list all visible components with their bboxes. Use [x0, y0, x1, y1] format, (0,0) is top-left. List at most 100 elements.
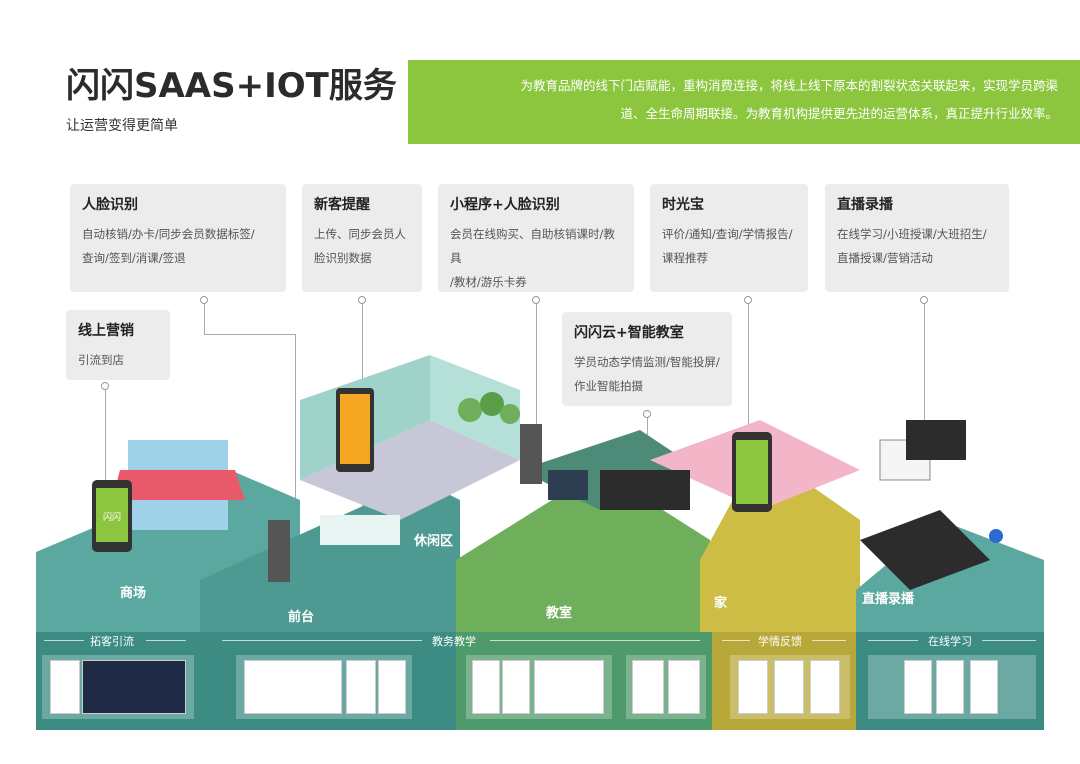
lounge-floor — [300, 420, 520, 520]
card-desc-line: 查询/签到/消课/签退 — [82, 251, 186, 265]
app-screenshot — [970, 660, 998, 714]
connector-line — [204, 296, 205, 334]
tree-decoration — [480, 392, 504, 416]
thumbnail-group-feedback — [730, 655, 850, 719]
connector-pin — [920, 296, 928, 304]
connector-line — [748, 296, 749, 434]
connector-pin — [200, 296, 208, 304]
card-title: 线上营销 — [78, 323, 134, 339]
tree-decoration — [500, 404, 520, 424]
card-smart-classroom: 闪闪云+智能教室 学员动态学情监测/智能投屏/ 作业智能拍摄 — [562, 312, 732, 406]
app-screenshot — [346, 660, 376, 714]
card-title: 直播录播 — [837, 197, 893, 213]
thumbnail-group-acquisition — [42, 655, 194, 719]
card-time-bank: 时光宝 评价/通知/查询/学情报告/ 课程推荐 — [650, 184, 808, 292]
card-live-recording: 直播录播 在线学习/小班授课/大班招生/ 直播授课/营销活动 — [825, 184, 1009, 292]
banner-line-2: 道、全生命周期联接。为教育机构提供更先进的运营体系，真正提升行业效率。 — [620, 106, 1058, 121]
card-title: 新客提醒 — [314, 197, 370, 213]
app-screenshot — [82, 660, 186, 714]
front-desk — [320, 515, 400, 545]
connector-line — [924, 296, 925, 430]
band-divider — [222, 640, 422, 641]
live-tablet — [860, 510, 990, 590]
page-subtitle: 让运营变得更简单 — [66, 118, 178, 134]
card-title: 人脸识别 — [82, 197, 138, 213]
band-divider — [868, 640, 918, 641]
card-desc-line: 会员在线购买、自助核销课时/教具 — [450, 227, 615, 265]
card-desc-line: 课程推荐 — [662, 251, 708, 265]
band-divider — [722, 640, 750, 641]
connector-pin — [744, 296, 752, 304]
kiosk-device — [520, 424, 542, 484]
kiosk-device — [268, 520, 290, 582]
band-divider — [146, 640, 186, 641]
card-online-marketing: 线上营销 引流到店 — [66, 310, 170, 380]
connector-pin — [358, 296, 366, 304]
app-screenshot — [668, 660, 700, 714]
camera-icon — [989, 529, 1003, 543]
connector-pin — [643, 410, 651, 418]
band-label-acquisition: 拓客引流 — [90, 635, 134, 648]
zone-label-lounge: 休闲区 — [414, 534, 454, 549]
band-divider — [490, 640, 700, 641]
card-desc-line: 评价/通知/查询/学情报告/ — [662, 227, 793, 241]
card-title: 闪闪云+智能教室 — [574, 325, 684, 341]
card-title: 小程序+人脸识别 — [450, 197, 560, 213]
app-screenshot — [244, 660, 342, 714]
zone-label-home: 家 — [714, 596, 728, 611]
store-awning — [112, 470, 245, 500]
app-screenshot — [810, 660, 840, 714]
wall-screen — [340, 394, 370, 464]
blackboard — [600, 470, 690, 510]
connector-pin — [101, 382, 109, 390]
intro-banner — [408, 60, 1080, 144]
classroom-floor — [456, 470, 710, 640]
phone-screen — [96, 488, 128, 542]
card-desc-line: 自动核销/办卡/同步会员数据标签/ — [82, 227, 255, 241]
live-floor — [856, 520, 1044, 640]
band-label-online: 在线学习 — [928, 635, 972, 648]
card-desc-line: 脸识别数据 — [314, 251, 372, 265]
zone-label-mall: 商场 — [120, 586, 147, 601]
card-new-customer: 新客提醒 上传、同步会员人 脸识别数据 — [302, 184, 422, 292]
app-screenshot — [378, 660, 406, 714]
classroom-screen — [548, 470, 588, 500]
card-desc-line: 引流到店 — [78, 353, 124, 367]
app-screenshot — [774, 660, 804, 714]
app-screenshot — [904, 660, 932, 714]
phone-logo-text: 闪闪 — [103, 512, 121, 523]
app-screenshot — [738, 660, 768, 714]
live-blackboard — [906, 420, 966, 460]
connector-line — [536, 296, 537, 426]
card-desc-line: 作业智能拍摄 — [574, 379, 643, 393]
connector-line — [204, 334, 296, 335]
card-desc-line: /教材/游乐卡券 — [450, 275, 527, 289]
band-divider — [44, 640, 84, 641]
card-face-recognition: 人脸识别 自动核销/办卡/同步会员数据标签/ 查询/签到/消课/签退 — [70, 184, 286, 292]
banner-line-1: 为教育品牌的线下门店赋能，重构消费连接，将线上线下原本的割裂状态关联起来，实现学… — [520, 78, 1058, 93]
app-screenshot — [632, 660, 664, 714]
thumbnail-group-teaching-3 — [626, 655, 706, 719]
zone-label-live: 直播录播 — [862, 592, 915, 607]
connector-line — [105, 382, 106, 490]
app-screenshot — [472, 660, 500, 714]
card-desc-line: 学员动态学情监测/智能投屏/ — [574, 355, 720, 369]
app-screenshot — [534, 660, 604, 714]
card-desc-line: 在线学习/小班授课/大班招生/ — [837, 227, 987, 241]
band-label-teaching: 教务教学 — [432, 635, 476, 648]
zone-label-classroom: 教室 — [546, 606, 573, 621]
band-label-feedback: 学情反馈 — [758, 635, 802, 648]
connector-line — [295, 334, 296, 534]
thumbnail-group-teaching-1 — [236, 655, 412, 719]
app-screenshot — [50, 660, 80, 714]
card-mini-program: 小程序+人脸识别 会员在线购买、自助核销课时/教具 /教材/游乐卡券 — [438, 184, 634, 292]
connector-pin — [532, 296, 540, 304]
app-screenshot — [502, 660, 530, 714]
card-desc-line: 上传、同步会员人 — [314, 227, 406, 241]
thumbnail-group-teaching-2 — [466, 655, 612, 719]
home-phone-screen — [736, 440, 768, 504]
card-title: 时光宝 — [662, 197, 704, 213]
app-screenshot — [936, 660, 964, 714]
tree-decoration — [458, 398, 482, 422]
thumbnail-group-online — [868, 655, 1036, 719]
